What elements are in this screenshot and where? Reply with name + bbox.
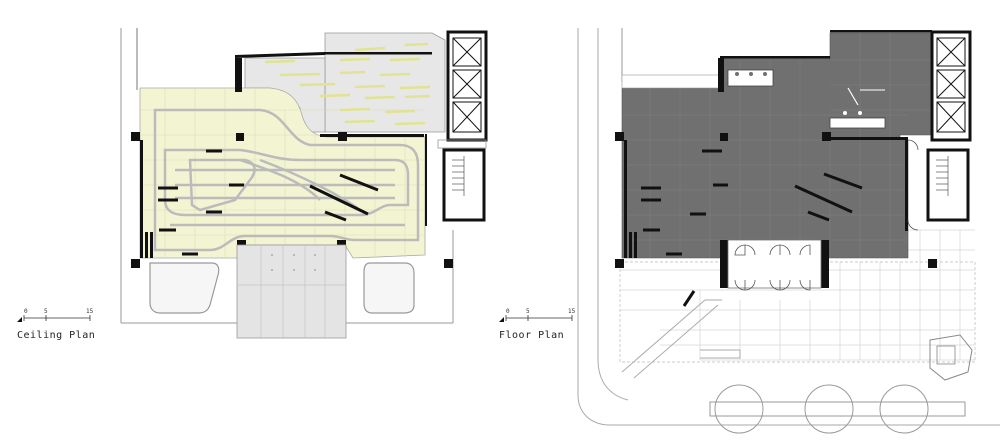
floor-partitions bbox=[641, 149, 863, 307]
entrance-canopy bbox=[236, 244, 347, 339]
track-lights bbox=[153, 108, 420, 252]
plaza-grid bbox=[620, 229, 975, 361]
elevator-core bbox=[446, 30, 488, 142]
north-arrow-icon bbox=[17, 317, 22, 322]
service-counter bbox=[727, 69, 774, 87]
scale-tick-label: 15 bbox=[568, 308, 576, 315]
scale-tick-label: 5 bbox=[526, 308, 530, 315]
street-trees bbox=[709, 384, 966, 434]
floor-elevator-core bbox=[930, 30, 972, 142]
north-arrow-icon bbox=[499, 317, 504, 322]
left-pavilion bbox=[149, 262, 220, 314]
scale-tick-label: 15 bbox=[86, 308, 94, 315]
planter bbox=[929, 334, 973, 381]
floor-scale-bar: 0 5 15 bbox=[499, 308, 576, 322]
ceiling-plan-title: Ceiling Plan bbox=[17, 330, 96, 341]
ceiling-fixtures bbox=[158, 149, 412, 306]
entry-doors bbox=[734, 244, 811, 291]
ceiling-scale-bar: 0 5 15 bbox=[17, 308, 94, 322]
scale-tick-label: 5 bbox=[44, 308, 48, 315]
scale-tick-label: 0 bbox=[506, 308, 510, 315]
scale-tick-label: 0 bbox=[24, 308, 28, 315]
light-strips bbox=[264, 42, 431, 126]
floor-plan: 0 5 15 bbox=[499, 28, 1000, 434]
entry-vestibule bbox=[727, 239, 822, 289]
floor-plan-title: Floor Plan bbox=[499, 330, 565, 341]
desk bbox=[829, 117, 886, 129]
right-pavilion bbox=[363, 262, 415, 314]
ceiling-plan: 0 5 15 bbox=[17, 28, 488, 339]
ceiling-grey-area bbox=[324, 32, 446, 133]
floor-walls bbox=[615, 30, 937, 288]
